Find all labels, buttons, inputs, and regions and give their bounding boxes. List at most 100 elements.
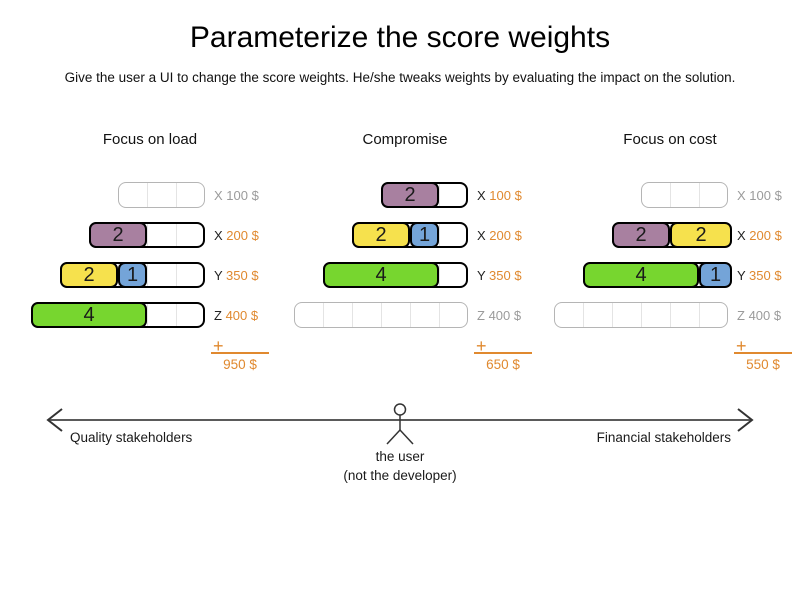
cell-divider [439,264,440,286]
cell-divider [147,264,148,286]
row-cost-label: Y 350 $ [737,268,782,283]
scenario-title: Focus on load [102,131,198,148]
sum-total: 650 $ [486,357,520,372]
sum-total: 550 $ [746,357,780,372]
sum-plus-sign: + [476,336,487,356]
row-cost-label: X 100 $ [214,188,259,203]
scenario-title: Focus on cost [623,131,717,148]
row-resource-letter: X [214,228,223,243]
row-cost-label: Y 350 $ [214,268,259,283]
resource-row [641,182,728,208]
row-cost-label: X 200 $ [214,228,259,243]
weight-block-blue: 1 [410,222,439,248]
cell-divider [147,304,148,326]
row-price: 200 $ [485,228,522,243]
weight-block-purple: 2 [89,222,147,248]
axis-label-financial: Financial stakeholders [596,430,731,445]
sum-total: 950 $ [223,357,257,372]
cell-divider [410,303,411,327]
row-resource-letter: X [477,188,486,203]
row-cost-label: Y 350 $ [477,268,522,283]
resource-row [294,302,468,328]
weight-block-value: 4 [375,263,387,286]
row-resource-letter: Y [477,268,486,283]
stakeholder-axis [46,403,754,445]
weight-block-blue: 1 [699,262,732,288]
resource-row [118,182,205,208]
resource-row: 2 [89,222,205,248]
weight-block-green: 4 [583,262,699,288]
row-price: 350 $ [485,268,522,283]
cell-divider [641,303,642,327]
cell-divider [176,264,177,286]
resource-row: 4 [31,302,205,328]
weight-block-blue: 1 [118,262,147,288]
row-cost-label: X 100 $ [737,188,782,203]
weight-block-green: 4 [323,262,439,288]
row-resource-letter: Z [477,308,485,323]
resource-row [554,302,728,328]
row-resource-letter: Z [737,308,745,323]
cell-divider [439,303,440,327]
row-price: 400 $ [484,308,522,323]
row-resource-letter: X [477,228,486,243]
row-resource-letter: X [737,228,746,243]
row-price: 400 $ [221,308,259,323]
weight-block-value: 4 [635,263,647,286]
row-price: 100 $ [745,188,782,203]
row-cost-label: X 100 $ [477,188,522,203]
row-resource-letter: X [214,188,223,203]
user-sublabel: (not the developer) [343,468,457,483]
user-label: the user [375,449,425,464]
row-cost-label: X 200 $ [737,228,782,243]
arrow-right-icon [737,408,754,432]
sum-plus-sign: + [736,336,747,356]
weight-block-value: 1 [126,263,139,286]
cell-divider [612,303,613,327]
row-price: 350 $ [222,268,259,283]
weight-block-value: 2 [635,223,647,246]
cell-divider [439,184,440,206]
weight-block-yellow: 2 [670,222,732,248]
cell-divider [323,303,324,327]
cell-divider [176,224,177,246]
cell-divider [352,303,353,327]
cell-divider [583,303,584,327]
row-resource-letter: X [737,188,746,203]
cell-divider [147,224,148,246]
row-price: 100 $ [222,188,259,203]
weight-block-value: 2 [695,223,707,246]
row-resource-letter: Y [737,268,746,283]
weight-block-value: 2 [112,223,124,246]
row-cost-label: Z 400 $ [477,308,521,323]
cell-divider [670,183,671,207]
cell-divider [699,303,700,327]
page-title: Parameterize the score weights [189,21,611,54]
weight-block-yellow: 2 [352,222,410,248]
sum-divider-line [211,352,269,354]
weight-block-yellow: 2 [60,262,118,288]
weight-block-value: 1 [709,263,722,286]
cell-divider [439,224,440,246]
page-subtitle: Give the user a UI to change the score w… [64,70,736,85]
sum-divider-line [474,352,532,354]
user-stick-figure-icon [386,403,414,445]
row-resource-letter: Z [214,308,222,323]
resource-row: 4 [323,262,468,288]
cell-divider [699,183,700,207]
row-cost-label: Z 400 $ [737,308,781,323]
weight-block-value: 2 [375,223,387,246]
arrow-left-icon [46,408,63,432]
cell-divider [176,183,177,207]
axis-label-quality: Quality stakeholders [70,430,193,445]
cell-divider [147,183,148,207]
cell-divider [176,304,177,326]
row-cost-label: X 200 $ [477,228,522,243]
row-resource-letter: Y [214,268,223,283]
row-price: 200 $ [222,228,259,243]
